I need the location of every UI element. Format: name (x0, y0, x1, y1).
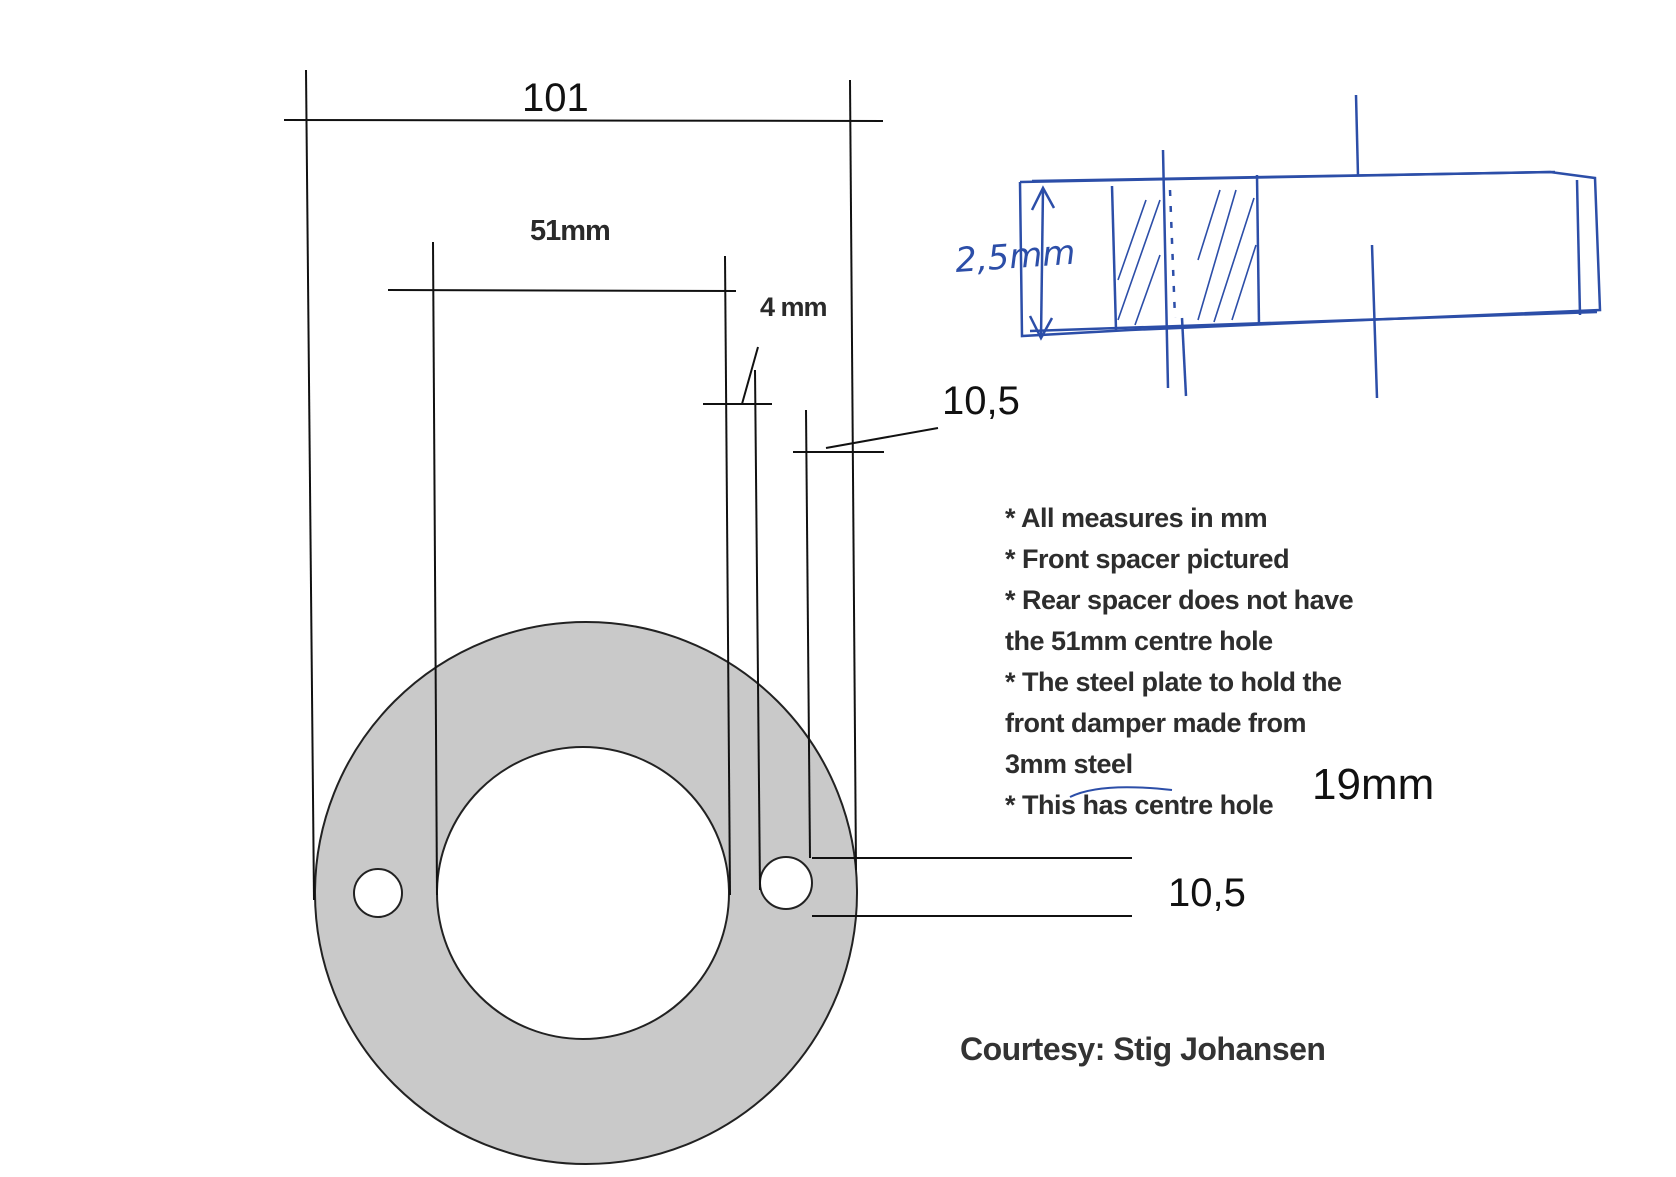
note-underline-mark (1069, 786, 1173, 798)
dim-51-line (387, 289, 737, 292)
note-line: * This has centre hole (1005, 790, 1274, 820)
label-sketch-thickness: 2,5mm (954, 233, 1077, 281)
dim-4-leader (741, 346, 759, 405)
note-line: * All measures in mm (1005, 503, 1268, 533)
label-10-5-right: 10,5 (1168, 871, 1246, 915)
sketch-spacer-left (1110, 185, 1118, 331)
spacer-ring-body (313, 621, 859, 1165)
dim-105-top-ext (805, 409, 811, 859)
sketch-spacer-right (1255, 174, 1261, 326)
dim-101-ext-right (849, 79, 857, 871)
sketch-plate-outline (1018, 170, 1602, 338)
label-10-5-top: 10,5 (942, 379, 1020, 423)
note-line: * Front spacer pictured (1005, 544, 1290, 574)
handwritten-19mm: 19mm (1312, 760, 1435, 809)
label-51mm: 51mm (530, 215, 610, 247)
sketch-plate-top (1031, 170, 1556, 183)
sketch-end-right (1575, 179, 1582, 316)
spacer-ring (313, 621, 859, 1165)
dim-51-ext-right (724, 255, 731, 896)
sketch-centerline (1168, 189, 1177, 319)
note-line: * Rear spacer does not have (1005, 585, 1354, 615)
dim-101-ext-left (305, 69, 315, 901)
label-4mm: 4 mm (760, 292, 827, 322)
sketch-tick-top (1354, 94, 1360, 177)
sketch-bolt-2 (1180, 317, 1188, 397)
label-101: 101 (522, 76, 589, 120)
dim-105-top-leader (825, 427, 939, 449)
note-line: * The steel plate to hold the (1005, 667, 1342, 697)
dimension-lines (283, 69, 1132, 917)
dim-101-line (283, 119, 884, 122)
note-line: the 51mm centre hole (1005, 626, 1273, 656)
sketch-bolt-1 (1161, 149, 1170, 389)
sketch-hatching (1117, 189, 1257, 326)
sketch-arrowhead-bottom (1028, 315, 1054, 341)
note-line: front damper made from (1005, 708, 1307, 738)
dim-51-ext-left (432, 241, 438, 896)
sketch-tick-bottom (1370, 244, 1379, 399)
sketch-dim-arrow (1039, 187, 1045, 339)
note-line: 3mm steel (1005, 749, 1133, 779)
dim-4-ext (754, 369, 761, 891)
sketch-plate-bottom (1029, 310, 1598, 333)
courtesy-credit: Courtesy: Stig Johansen (960, 1031, 1326, 1067)
sketch-arrowhead-top (1030, 185, 1056, 211)
handdrawn-side-sketch (1018, 94, 1602, 399)
notes-list: * All measures in mm * Front spacer pict… (1005, 498, 1465, 826)
